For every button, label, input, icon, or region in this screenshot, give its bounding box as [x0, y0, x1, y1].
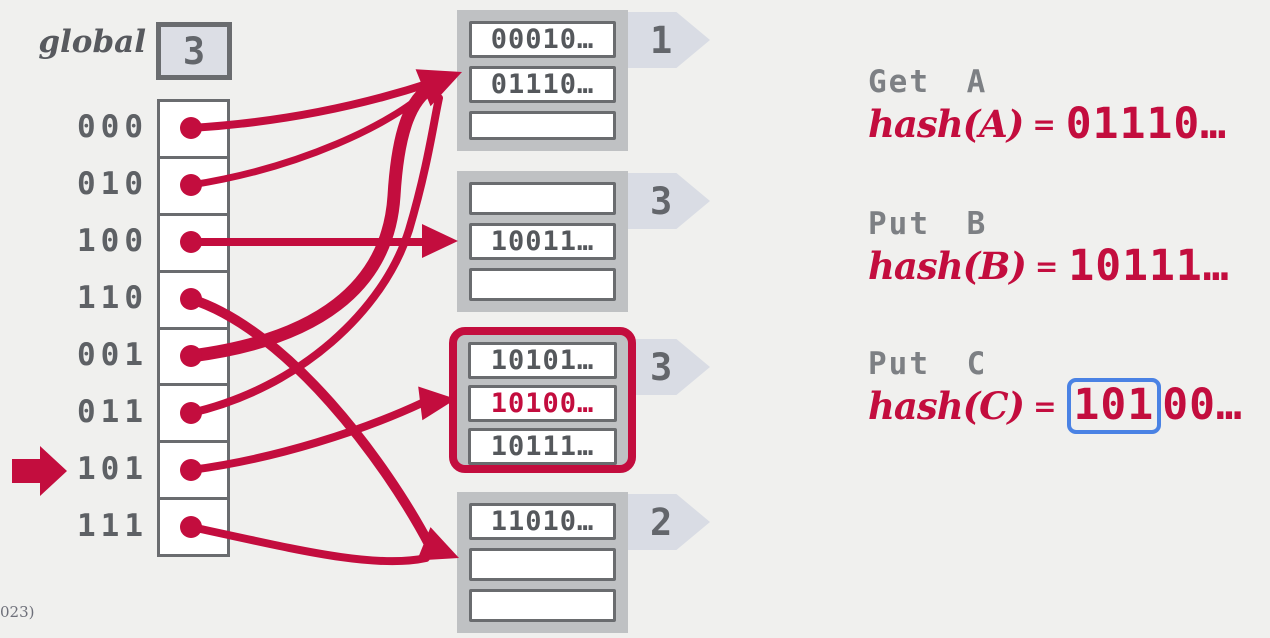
directory-cell: [160, 273, 227, 330]
local-depth-tag: 2: [626, 494, 710, 550]
global-depth-label: global: [38, 24, 146, 60]
directory-cell: [160, 159, 227, 216]
directory-cell: [160, 443, 227, 501]
dir-label-101: 101: [77, 451, 148, 487]
dir-label-100: 100: [77, 223, 148, 259]
directory-cell: [160, 330, 227, 387]
bucket-slot: [469, 589, 616, 622]
bucket-1: 00010… 01110…: [457, 10, 628, 151]
dir-label-111: 111: [77, 508, 148, 544]
dir-label-001: 001: [77, 337, 148, 373]
hash-prefix-highlight-box: 101: [1066, 378, 1162, 434]
hash-b-value: 10111…: [1068, 241, 1230, 291]
bucket-slot: 10101…: [468, 342, 617, 379]
equals-sign: =: [1032, 107, 1056, 141]
hash-b-line: hash(B) = 10111…: [868, 238, 1230, 294]
equals-sign: =: [1034, 249, 1059, 283]
bucket-4: 11010…: [457, 492, 628, 633]
hash-a-line: hash(A) = 01110…: [868, 96, 1227, 152]
bucket-slot: [469, 182, 616, 215]
bucket-slot-new-entry: 10100…: [468, 385, 617, 422]
hash-a-fn: hash(A): [868, 102, 1024, 146]
hash-c-fn: hash(C): [868, 384, 1025, 428]
bucket-slot: 10011…: [469, 223, 616, 260]
dir-label-000: 000: [77, 109, 148, 145]
bucket-slot: 00010…: [469, 21, 616, 58]
local-depth-tag: 3: [626, 339, 710, 395]
op-get-a-label: Get A: [868, 64, 988, 100]
copyright-fragment: 023): [0, 603, 35, 621]
hash-b-fn: hash(B): [868, 244, 1027, 288]
bucket-slot: [469, 111, 616, 140]
directory-cell: [160, 500, 227, 554]
bucket-3-highlighted: 10101… 10100… 10111…: [449, 327, 636, 473]
bucket-slot: [469, 548, 616, 581]
directory-cell: [160, 102, 227, 159]
dir-label-110: 110: [77, 280, 148, 316]
op-put-b-label: Put B: [868, 206, 988, 242]
bucket-slot: 10111…: [468, 428, 617, 465]
local-depth-value: 2: [650, 500, 673, 544]
equals-sign: =: [1033, 389, 1057, 423]
directory-cell: [160, 216, 227, 273]
local-depth-tag: 1: [626, 12, 710, 68]
dir-label-010: 010: [77, 166, 148, 202]
directory-cell: [160, 386, 227, 444]
local-depth-value: 3: [650, 179, 673, 223]
bucket-slot: 11010…: [469, 503, 616, 540]
bucket-slot: 01110…: [469, 66, 616, 103]
hash-a-value: 01110…: [1065, 99, 1228, 149]
directory-table: [157, 99, 230, 557]
global-depth-box: 3: [156, 22, 232, 80]
dir-label-011: 011: [77, 394, 148, 430]
local-depth-tag: 3: [626, 173, 710, 229]
local-depth-value: 1: [650, 18, 673, 62]
hash-c-value-rest: 00…: [1162, 380, 1243, 431]
op-put-c-label: Put C: [868, 346, 988, 382]
global-depth-value: 3: [182, 29, 206, 73]
bucket-2: 10011…: [457, 171, 628, 312]
bucket-slot: [469, 268, 616, 301]
local-depth-value: 3: [650, 345, 673, 389]
